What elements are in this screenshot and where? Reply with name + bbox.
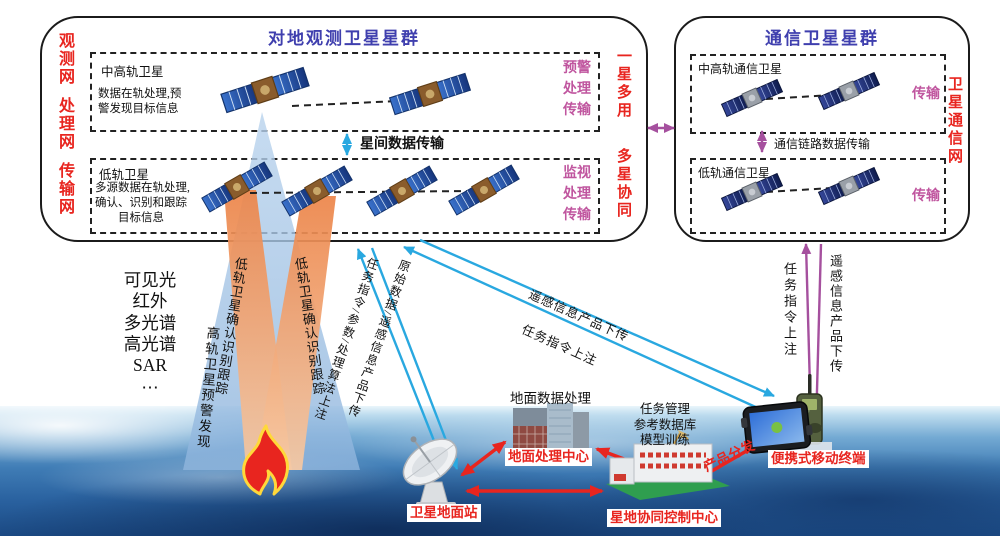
comm-rs-down-line xyxy=(811,243,823,428)
high-orbit-comm-group: 中高轨通信卫星 传输 xyxy=(690,54,946,134)
comm-transmit-label-bottom: 传输 xyxy=(912,189,940,204)
portable-terminal-label: 便携式移动终端 xyxy=(768,450,869,468)
early-warning-side-label: 预警 处理 传输 xyxy=(563,61,591,118)
low-orbit-desc: 多源数据在轨处理, 确认、识别和跟踪 目标信息 xyxy=(95,182,190,224)
low-orbit-comm-group: 低轨通信卫星 传输 xyxy=(690,158,946,234)
network-layer-labels: 观测网 处理网 传输网 xyxy=(52,32,76,228)
task-management-label: 任务管理 参考数据库 模型训练 xyxy=(633,402,697,448)
comm-rs-down-label: 遥感信息产品下传 xyxy=(828,254,843,374)
ocean-background xyxy=(0,406,1000,536)
low-orbit-label: 低轨卫星 xyxy=(99,168,150,182)
observation-net-label: 观测网 xyxy=(56,32,73,86)
sensor-types-label: 可见光 红外 多光谱 高光谱 SAR ⋯ xyxy=(123,270,177,397)
task-up-line xyxy=(403,245,761,411)
high-orbit-comm-label: 中高轨通信卫星 xyxy=(698,62,783,76)
observation-constellation-box: 对地观测卫星星群 观测网 处理网 传输网 中高轨卫星 数据在轨处理,预 警发现目… xyxy=(40,16,648,242)
satellite-comm-net-label: 卫星通信网 xyxy=(946,76,962,166)
comm-transmit-label-top: 传输 xyxy=(912,87,940,102)
surveillance-side-label: 监视 处理 传输 xyxy=(563,166,591,223)
transmission-net-label: 传输网 xyxy=(56,162,73,216)
communication-box-title: 通信卫星星群 xyxy=(765,29,879,48)
data-processing-title: 地面数据处理 xyxy=(510,391,591,406)
low-orbit-comm-label: 低轨通信卫星 xyxy=(698,166,771,180)
comm-task-up-label: 任务指令上注 xyxy=(782,262,797,358)
observation-box-title: 对地观测卫星星群 xyxy=(268,29,420,48)
inter-satellite-link-label: 星间数据传输 xyxy=(360,137,444,152)
high-orbit-satellite-group: 中高轨卫星 数据在轨处理,预 警发现目标信息 预警 处理 传输 xyxy=(90,52,600,132)
ground-station-label: 卫星地面站 xyxy=(407,504,481,522)
processing-net-label: 处理网 xyxy=(56,97,73,151)
low-orbit-satellite-group: 低轨卫星 多源数据在轨处理, 确认、识别和跟踪 目标信息 监视 处理 传输 xyxy=(90,158,600,234)
control-center-label: 星地协同控制中心 xyxy=(607,509,721,527)
high-orbit-desc: 数据在轨处理,预 警发现目标信息 xyxy=(98,88,182,115)
multi-sat-coordination-label: 多星协同 xyxy=(615,148,631,220)
comm-task-up-line xyxy=(801,243,813,425)
communication-constellation-box: 通信卫星星群 中高轨通信卫星 传输 通信链路数据传输 低轨通信卫星 传输 卫星通… xyxy=(674,16,970,242)
comm-link-label: 通信链路数据传输 xyxy=(774,137,871,151)
high-orbit-label: 中高轨卫星 xyxy=(101,65,164,79)
processing-center-label: 地面处理中心 xyxy=(505,448,592,466)
low-orbit-beam-label-2: 低轨卫星确认识别跟踪 xyxy=(292,255,327,397)
one-sat-multi-use-label: 一星多用 xyxy=(615,48,631,120)
